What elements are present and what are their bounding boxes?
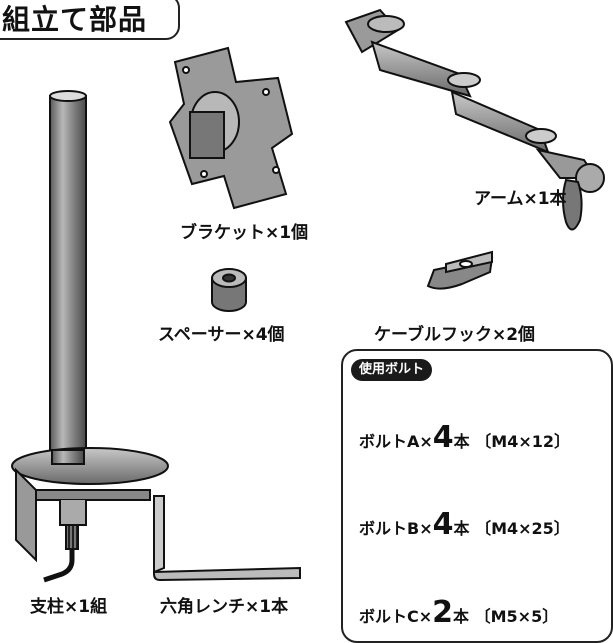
hex-wrench-icon: [153, 495, 301, 582]
page-title: 組立て部品: [2, 3, 148, 36]
arm-icon: [344, 8, 605, 231]
bolts-panel: [341, 349, 613, 643]
cable-hook-icon: [426, 250, 494, 290]
bolt-c-label: ボルトC×2本 〔M5×5〕: [359, 598, 559, 628]
bolt-b-prefix: ボルトB×: [359, 519, 433, 538]
bracket-icon: [168, 46, 294, 210]
arm-label: アーム×1本: [474, 189, 567, 209]
bolt-a-label: ボルトA×4本 〔M4×12〕: [359, 423, 570, 453]
bolt-a-unit: 本: [453, 432, 470, 451]
pole-label: 支柱×1組: [30, 597, 108, 617]
spacer-label: スペーサー×4個: [158, 325, 285, 345]
bolt-b-count: 4: [432, 507, 454, 542]
bolt-c-spec: 〔M5×5〕: [474, 607, 559, 626]
bolt-a-prefix: ボルトA×: [359, 432, 433, 451]
bolt-c-prefix: ボルトC×: [359, 607, 433, 626]
bolt-b-unit: 本: [453, 519, 470, 538]
bracket-label: ブラケット×1個: [180, 223, 309, 243]
spacer-icon: [211, 268, 247, 312]
bolt-c-count: 2: [432, 595, 454, 630]
hex-wrench-label: 六角レンチ×1本: [160, 597, 289, 617]
bolt-a-spec: 〔M4×12〕: [475, 432, 570, 451]
bolt-a-count: 4: [432, 420, 454, 455]
bolt-b-label: ボルトB×4本 〔M4×25〕: [359, 510, 570, 540]
bolt-c-unit: 本: [453, 607, 470, 626]
cable-hook-label: ケーブルフック×2個: [374, 325, 536, 345]
title-frame: [0, 0, 180, 40]
bolt-b-spec: 〔M4×25〕: [475, 519, 570, 538]
bolts-badge: 使用ボルト: [351, 359, 433, 381]
pole-icon: [11, 90, 169, 583]
